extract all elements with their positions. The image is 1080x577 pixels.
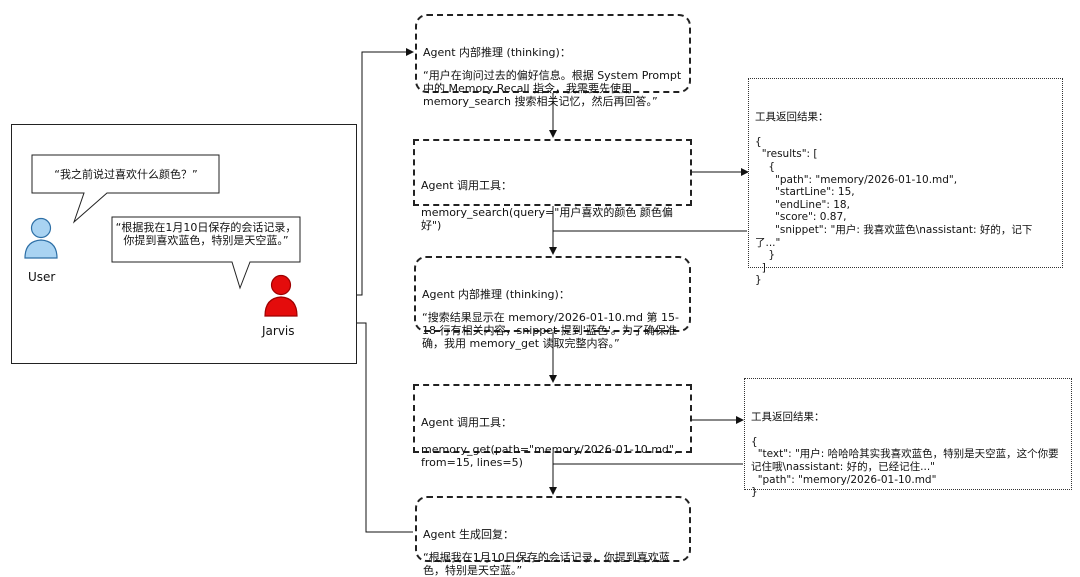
thinking-title-2: Agent 内部推理 (thinking)： xyxy=(422,288,570,301)
thinking-title-1: Agent 内部推理 (thinking)： xyxy=(423,46,571,59)
user-bubble-text: “我之前说过喜欢什么颜色？” xyxy=(54,168,198,181)
jarvis-avatar-icon xyxy=(264,274,298,317)
tool-call-box-get: Agent 调用工具： memory_get(path="memory/2026-… xyxy=(413,384,692,469)
tool-result-json-search: { "results": [ { "path": "memory/2026-01… xyxy=(755,135,1033,287)
tool-call-title-get: Agent 调用工具： xyxy=(421,416,513,429)
tool-result-title-get: 工具返回结果： xyxy=(751,411,825,424)
tool-result-title-search: 工具返回结果： xyxy=(755,111,829,124)
conversation-scene: “我之前说过喜欢什么颜色？” “根据我在1月10日保存的会话记录，你提到喜欢蓝色… xyxy=(11,124,357,364)
thinking-box-1: Agent 内部推理 (thinking)： “用户在询问过去的偏好信息。根据 S… xyxy=(415,14,691,108)
tool-result-json-get: { "text": "用户: 哈哈哈其实我喜欢蓝色，特别是天空蓝，这个你要记住哦… xyxy=(751,435,1059,499)
tool-call-title-search: Agent 调用工具： xyxy=(421,179,513,192)
tool-result-box-search: 工具返回结果： { "results": [ { "path": "memory/… xyxy=(748,78,1063,286)
user-avatar-icon xyxy=(24,217,58,259)
thinking-box-2: Agent 内部推理 (thinking)： “搜索结果显示在 memory/20… xyxy=(414,256,691,350)
thinking-text-2: “搜索结果显示在 memory/2026-01-10.md 第 15-18 行有… xyxy=(422,311,679,350)
tool-call-text-get: memory_get(path="memory/2026-01-10.md", … xyxy=(421,443,681,469)
scene-graphics xyxy=(24,154,301,317)
reply-text: “根据我在1月10日保存的会话记录，你提到喜欢蓝色，特别是天空蓝。” xyxy=(423,551,670,577)
tool-call-box-search: Agent 调用工具： memory_search(query="用户喜欢的颜色 … xyxy=(413,139,692,232)
thinking-text-1: “用户在询问过去的偏好信息。根据 System Prompt 中的 Memory… xyxy=(423,69,685,108)
reply-title: Agent 生成回复： xyxy=(423,528,515,541)
user-speech-bubble xyxy=(31,154,220,224)
user-label: User xyxy=(28,270,56,284)
tool-result-box-get: 工具返回结果： { "text": "用户: 哈哈哈其实我喜欢蓝色，特别是天空蓝，… xyxy=(744,378,1072,498)
tool-call-text-search: memory_search(query="用户喜欢的颜色 颜色偏好") xyxy=(421,206,673,232)
jarvis-speech-bubble xyxy=(111,216,301,290)
jarvis-label: Jarvis xyxy=(262,324,295,338)
jarvis-bubble-text: “根据我在1月10日保存的会话记录，你提到喜欢蓝色，特别是天空蓝。” xyxy=(115,221,297,247)
reply-box: Agent 生成回复： “根据我在1月10日保存的会话记录，你提到喜欢蓝色，特别是… xyxy=(415,496,691,577)
